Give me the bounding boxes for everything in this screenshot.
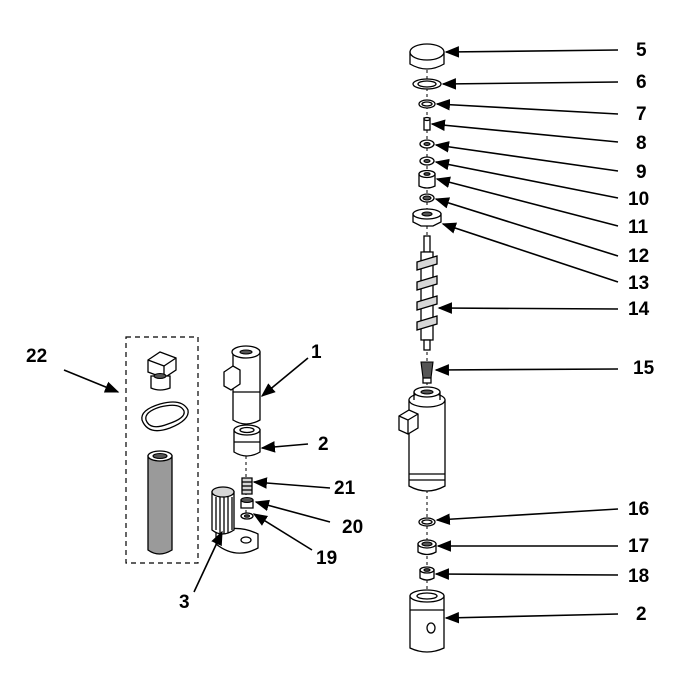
part-17-seal — [417, 539, 437, 556]
callout-8: 8 — [636, 133, 647, 154]
callout-12: 12 — [628, 246, 649, 267]
part-3-motor-base — [211, 486, 259, 554]
kit-part-fitting — [147, 351, 177, 391]
part-8-pin — [423, 116, 431, 131]
kit-part-belt — [141, 401, 189, 432]
part-11-nut — [418, 169, 436, 189]
callout-2-lower: 2 — [636, 604, 647, 625]
part-9-washer — [419, 139, 435, 149]
part-2-base-lower — [409, 589, 445, 653]
leader-7 — [435, 98, 619, 115]
leader-21 — [252, 477, 331, 489]
leader-8 — [430, 119, 619, 143]
callout-19: 19 — [316, 548, 337, 569]
callout-15: 15 — [633, 358, 655, 379]
part-5-cap — [409, 43, 445, 70]
part-19-washer — [240, 512, 254, 520]
part-12-seal — [419, 193, 435, 203]
kit-boundary — [125, 336, 199, 564]
part-2-base-upper — [233, 424, 261, 457]
callout-16: 16 — [628, 499, 649, 520]
kit-part-tube — [147, 450, 173, 555]
leader-2-upper — [260, 441, 309, 453]
part-21-spring — [241, 477, 253, 495]
callout-2-upper: 2 — [318, 434, 329, 455]
callout-18: 18 — [628, 566, 649, 587]
part-20-nut — [240, 496, 254, 509]
part-18-nut — [419, 566, 435, 581]
callout-13: 13 — [628, 273, 649, 294]
callout-17: 17 — [628, 536, 649, 557]
leader-lines — [63, 46, 619, 624]
part-16-o-ring — [418, 517, 436, 527]
leader-6 — [441, 78, 619, 90]
callout-6: 6 — [636, 72, 647, 93]
leader-18 — [434, 568, 619, 580]
leader-9 — [434, 141, 619, 172]
callout-7: 7 — [636, 104, 647, 125]
part-13-guide — [412, 208, 442, 227]
part-7-ring — [418, 99, 436, 109]
middle-assembly — [211, 345, 261, 554]
callout-10: 10 — [628, 189, 649, 210]
callout-14: 14 — [628, 299, 650, 320]
callout-1: 1 — [311, 342, 322, 363]
kit-22 — [125, 336, 199, 564]
callout-11: 11 — [628, 217, 649, 238]
leader-20 — [254, 499, 331, 523]
leader-2-lower — [444, 611, 619, 624]
leader-5 — [444, 46, 619, 58]
callout-5: 5 — [636, 40, 647, 61]
pump-housing — [398, 386, 446, 492]
callout-22: 22 — [26, 346, 47, 367]
callout-9: 9 — [636, 162, 647, 183]
callout-21: 21 — [334, 478, 356, 499]
leader-11 — [435, 176, 619, 227]
part-14-screw-shaft — [416, 235, 438, 351]
callout-3: 3 — [179, 592, 190, 613]
leader-15 — [434, 364, 619, 376]
part-6-gasket — [412, 78, 442, 90]
leader-3 — [193, 530, 223, 593]
part-1-body — [223, 345, 261, 425]
callout-labels: 5 6 7 8 9 10 11 12 13 14 15 16 17 18 2 1… — [26, 40, 655, 625]
part-10-washer — [419, 156, 435, 166]
leader-12 — [434, 197, 619, 257]
leader-10 — [434, 158, 619, 199]
right-assembly — [398, 43, 446, 653]
leader-19 — [252, 513, 313, 551]
leader-1 — [260, 357, 309, 397]
part-15-valve — [420, 361, 434, 384]
leader-22 — [63, 369, 120, 393]
leader-14 — [437, 302, 619, 314]
callout-20: 20 — [342, 517, 363, 538]
leader-13 — [441, 222, 619, 283]
leader-16 — [435, 508, 619, 525]
